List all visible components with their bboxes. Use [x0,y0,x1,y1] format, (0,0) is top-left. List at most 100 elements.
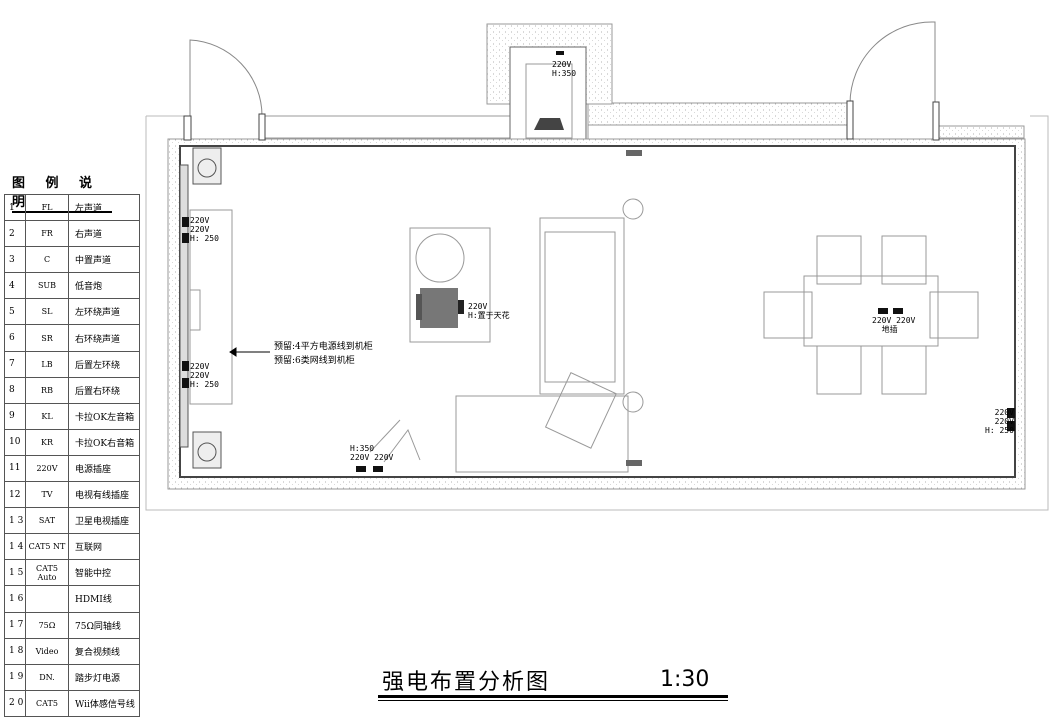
legend-symbol-code: FL [25,193,69,222]
legend-symbol-code: C [25,246,69,274]
legend-num: 3 [4,246,26,274]
legend-num: 1 5 [4,559,26,587]
legend-desc: 后置左环绕 [68,350,140,378]
legend-desc: 卡拉OK右音箱 [68,428,140,456]
legend-desc: 电源插座 [68,454,140,483]
legend-desc: 左声道 [68,193,140,222]
legend-desc: 卫星电视插座 [68,507,140,535]
legend-symbol-code: DN. [25,663,69,691]
outlet-symbols [182,51,1015,472]
legend-num: 9 [4,402,26,430]
legend-num: 10 [4,428,26,456]
legend-num: 1 9 [4,663,26,691]
legend-num: 11 [4,454,26,483]
legend-desc: 智能中控 [68,559,140,587]
floor-outlet-label: 220V 220V 地插 [872,316,916,334]
legend-symbol-code: FR [25,220,69,248]
legend-desc: Wii体感信号线 [68,689,140,717]
legend-symbol-code: KR [25,428,69,456]
legend-symbol-code: 75Ω [25,611,69,639]
legend-desc: 电视有线插座 [68,481,140,509]
legend-desc: 复合视频线 [68,637,140,665]
top-wall [261,102,1025,140]
legend-num: 1 3 [4,507,26,535]
legend-num: 1 7 [4,611,26,639]
legend-symbol-code: LB [25,350,69,378]
legend-num: 2 [4,220,26,248]
note-arrow [229,347,270,357]
legend-symbol-code: RB [25,376,69,404]
right-outlet-label: 220V 220V H: 250 [985,408,1014,435]
legend-symbol-code: SUB [25,272,69,300]
legend-num: 7 [4,350,26,378]
left-outlet-label-b: 220V 220V H: 250 [190,362,219,389]
legend-num: 1 4 [4,533,26,561]
legend-desc: 卡拉OK左音箱 [68,402,140,430]
ceiling-outlet-label: 220V H:置于天花 [468,302,510,320]
projector [416,288,464,328]
legend-desc: 后置右环绕 [68,376,140,404]
drawing-scale: 1:30 [660,667,710,692]
legend-num: 5 [4,298,26,326]
legend-desc: 右环绕声道 [68,324,140,352]
title-underline-thin [378,700,728,701]
legend-row: 1 6 HDMI线 [4,585,140,613]
drawing-title: 强电布置分析图 [382,670,551,695]
legend-symbol-code: CAT5 NT [25,533,69,561]
legend-symbol-code: 220V [25,454,69,483]
legend-num: 4 [4,272,26,300]
legend-symbol-code: SAT [25,507,69,535]
legend-desc: HDMI线 [68,585,140,613]
furniture [369,198,979,473]
legend-desc: 低音炮 [68,272,140,300]
legend-num: 8 [4,376,26,404]
legend-symbol-code [25,585,69,613]
legend-symbol-code: SL [25,298,69,326]
legend-num: 1 [4,193,26,222]
legend-symbol-code: KL [25,402,69,430]
tv-wall [179,147,233,469]
legend-symbol-code: TV [25,481,69,509]
legend-symbol-code: CAT5 [25,689,69,717]
legend-desc: 右声道 [68,220,140,248]
legend-desc: 踏步灯电源 [68,663,140,691]
legend-desc: 75Ω同轴线 [68,611,140,639]
legend-desc: 中置声道 [68,246,140,274]
reserve-note: 预留:4平方电源线到机柜 预留:6类网线到机柜 [274,342,373,366]
top-outlet-label: 220V H:350 [552,60,577,78]
legend-num: 12 [4,481,26,509]
legend-symbol-code: CAT5 Auto [25,559,69,587]
left-outlet-label-a: 220V 220V H: 250 [190,216,219,243]
legend-desc: 左环绕声道 [68,298,140,326]
legend-symbol-code: Video [25,637,69,665]
outer-boundary [145,115,1049,511]
legend-desc: 互联网 [68,533,140,561]
legend-num: 1 8 [4,637,26,665]
legend-num: 1 6 [4,585,26,613]
bottom-outlet-label: H:350 220V 220V [350,444,394,462]
legend-symbol-code: SR [25,324,69,352]
top-bay [486,23,613,140]
title-underline [378,695,728,698]
legend-num: 6 [4,324,26,352]
